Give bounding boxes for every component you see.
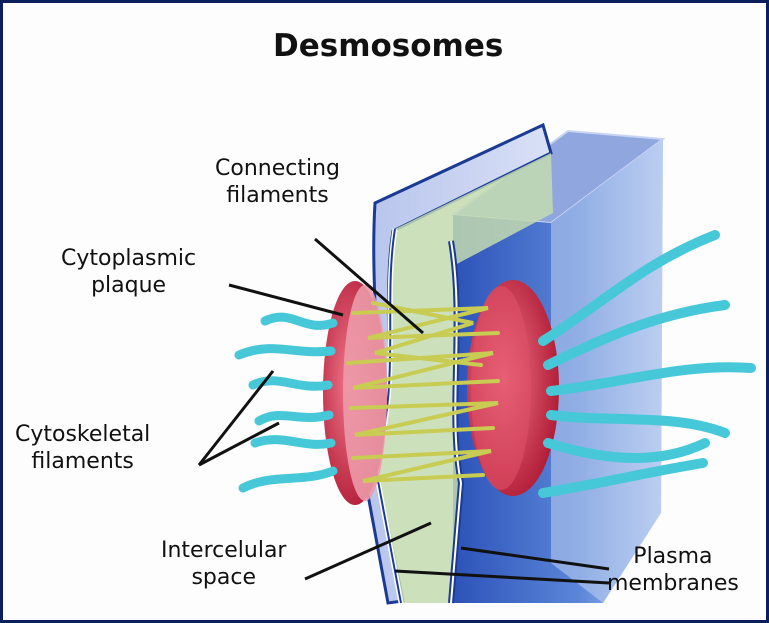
plasma-membranes-label-line2: membranes bbox=[607, 570, 739, 597]
intercellular-space-label: Intercelular space bbox=[161, 537, 286, 591]
cytoskeletal-filaments-label-line2: filaments bbox=[15, 448, 150, 475]
right-plaque-inner bbox=[471, 286, 531, 490]
left-plaque-edge bbox=[343, 285, 387, 501]
cytoplasmic-plaque-label-line1: Cytoplasmic bbox=[61, 245, 196, 272]
connecting-filaments-label: Connecting filaments bbox=[215, 155, 340, 209]
cytoplasmic-plaque-pointer bbox=[229, 285, 343, 315]
desmosome-illustration bbox=[3, 3, 766, 620]
cytoskeletal-filament bbox=[243, 471, 333, 488]
intercellular-space-label-line1: Intercelular bbox=[161, 537, 286, 564]
cytoplasmic-plaque-label-line2: plaque bbox=[61, 272, 196, 299]
cytoskeletal-filaments-label-line1: Cytoskeletal bbox=[15, 421, 150, 448]
cytoskeletal-filament bbox=[259, 415, 329, 421]
connecting-filaments-label-line2: filaments bbox=[215, 182, 340, 209]
plasma-membranes-label: Plasma membranes bbox=[607, 543, 739, 597]
cytoskeletal-filaments-label: Cytoskeletal filaments bbox=[15, 421, 150, 475]
cytoplasmic-plaque-label: Cytoplasmic plaque bbox=[61, 245, 196, 299]
left-cytoskeletal-filaments bbox=[239, 317, 333, 488]
intercellular-space-label-line2: space bbox=[161, 564, 286, 591]
cytoskeletal-filament bbox=[255, 440, 331, 445]
connecting-filaments-label-line1: Connecting bbox=[215, 155, 340, 182]
plasma-membranes-label-line1: Plasma bbox=[607, 543, 739, 570]
cytoskeletal-filament bbox=[239, 349, 331, 355]
diagram-title: Desmosomes bbox=[273, 33, 503, 60]
cytoskeletal-filament bbox=[265, 317, 333, 325]
